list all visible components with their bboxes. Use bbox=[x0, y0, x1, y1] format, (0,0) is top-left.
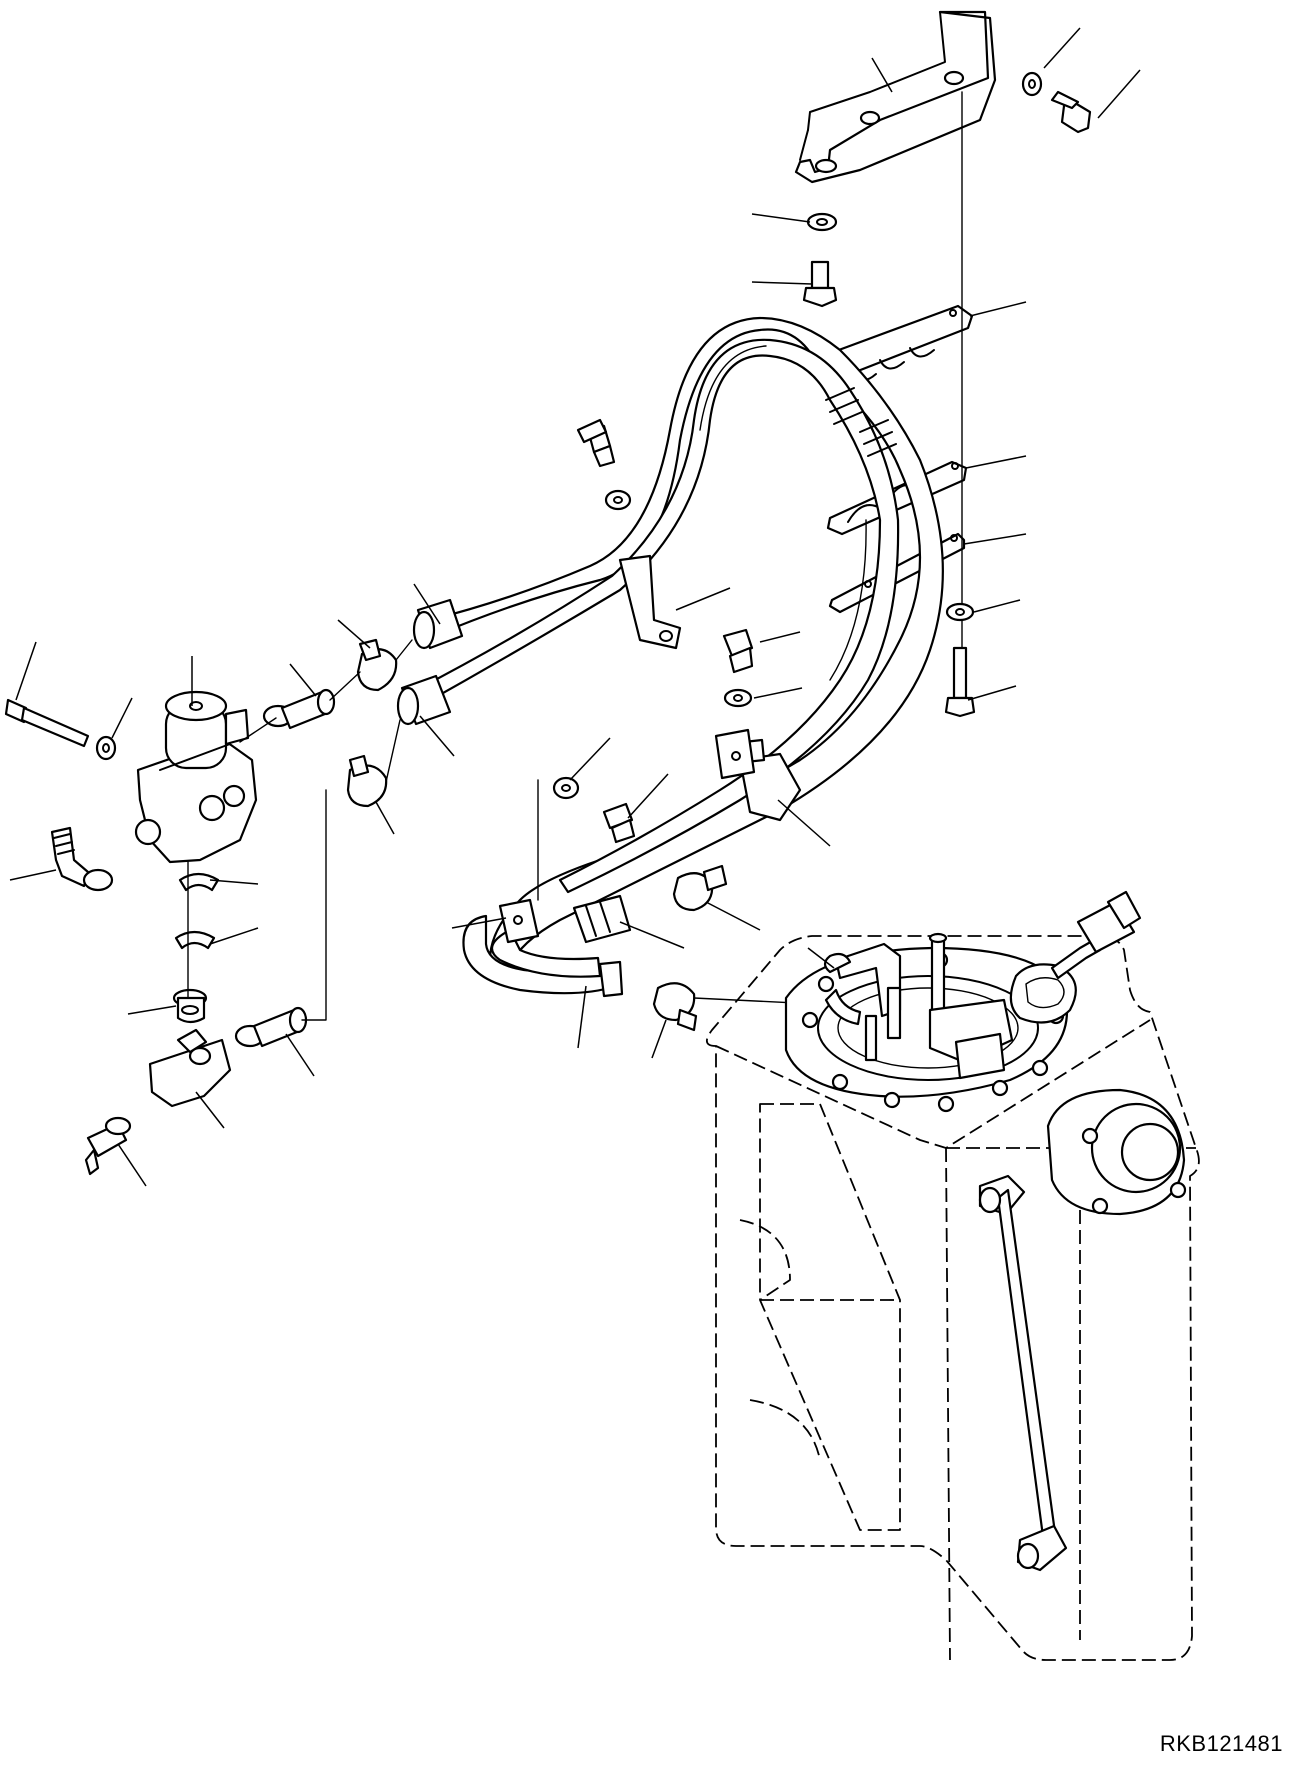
hose-clamp-upper bbox=[358, 640, 396, 690]
hose-bundle bbox=[398, 318, 943, 966]
bolt-upper bbox=[804, 262, 836, 306]
washer-upper bbox=[808, 214, 836, 230]
hose-fitting-straight bbox=[86, 1118, 130, 1174]
tee-fitting bbox=[150, 1030, 230, 1106]
washer-top-right bbox=[1023, 73, 1041, 95]
bolt-mid-right bbox=[724, 630, 752, 672]
reservoir-tank bbox=[707, 892, 1199, 1660]
washer-mid-left bbox=[606, 491, 630, 509]
hose-clamp-lower bbox=[348, 756, 386, 806]
hose-fitting-angled-lower bbox=[236, 1008, 306, 1046]
hose-clamp-tank bbox=[654, 983, 696, 1030]
bolt-mid-left bbox=[578, 420, 614, 466]
bracket-tab-lower bbox=[500, 900, 538, 942]
bolt-right-lower bbox=[946, 648, 974, 716]
diagram-code: RKB121481 bbox=[1159, 1731, 1283, 1756]
hose-clamp-mid bbox=[674, 866, 726, 910]
mounting-bracket bbox=[796, 12, 995, 182]
bolt-lower-mid bbox=[604, 804, 634, 842]
washer-lower-mid bbox=[554, 778, 578, 798]
lower-hose bbox=[463, 896, 630, 996]
elbow-fitting bbox=[52, 828, 112, 890]
clip-upper bbox=[180, 874, 218, 890]
solenoid-valve bbox=[136, 692, 256, 862]
long-bolt bbox=[6, 700, 88, 746]
washer-valve bbox=[97, 737, 115, 759]
clip-lower bbox=[176, 932, 214, 948]
washer-right-lower bbox=[947, 604, 973, 620]
hose-fitting-angled-upper bbox=[264, 690, 334, 728]
bolt-top-right bbox=[1052, 92, 1090, 132]
adapter-fitting bbox=[174, 990, 206, 1022]
leader-lines bbox=[10, 28, 1140, 1186]
washer-mid-right bbox=[725, 690, 751, 706]
bracket-tab bbox=[716, 730, 754, 778]
